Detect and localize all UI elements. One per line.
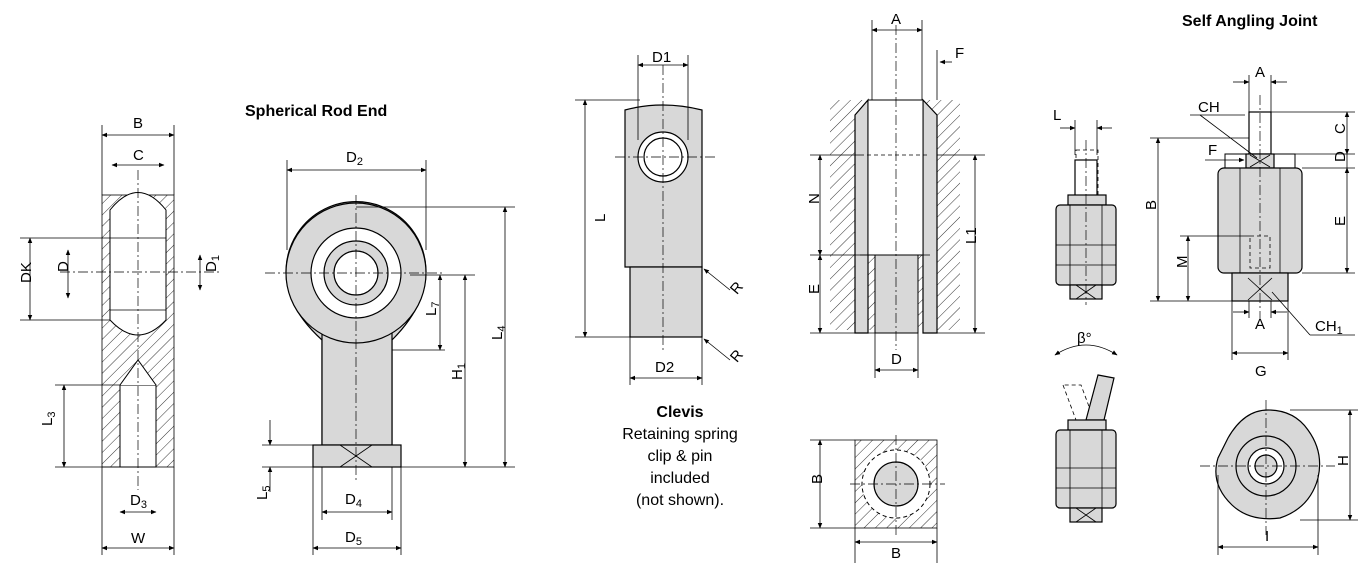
self-angling-joint-main: A CH F C D B E M A CH1 G (1143, 64, 1355, 380)
clevis-title: Clevis (656, 404, 704, 421)
dim-side-N: N (806, 193, 823, 204)
dim-sa-C: C (1332, 123, 1349, 134)
dim-side-L1: L1 (963, 227, 980, 244)
section-view: B C DK D D1 L3 D3 W (18, 115, 222, 555)
dim-DK: DK (18, 262, 35, 283)
clevis-note-line-4: (not shown). (635, 492, 725, 509)
dim-sa-H: H (1335, 455, 1352, 466)
dim-side-F: F (955, 45, 964, 62)
clevis-side-view: A F N E L1 D (806, 11, 985, 378)
dim-sa-D: D (1332, 151, 1349, 162)
dim-side-E: E (806, 284, 823, 294)
clevis-bottom-view: B B (809, 435, 945, 563)
clevis-note-line-3: included (650, 470, 710, 487)
dim-L7: L7 (423, 302, 442, 316)
dim-D: D (55, 261, 72, 272)
clevis-caption: Clevis Retaining spring clip & pin inclu… (580, 402, 780, 512)
dim-sa-E: E (1332, 216, 1349, 226)
dim-sa-CH1: CH1 (1315, 318, 1343, 337)
dim-clevis-D2: D2 (655, 359, 674, 376)
dim-small-L: L (1053, 107, 1061, 124)
dim-D3: D3 (130, 492, 147, 511)
dim-side-D: D (891, 351, 902, 368)
dim-sa-M: M (1174, 256, 1191, 269)
dim-L3: L3 (39, 412, 58, 426)
dim-D1: D1 (203, 255, 222, 272)
dim-sa-G: G (1255, 363, 1267, 380)
self-angling-small-views: L β° (1053, 107, 1118, 523)
dim-clevis-D1: D1 (652, 49, 671, 66)
self-angling-joint-title: Self Angling Joint (1182, 13, 1318, 30)
dim-sa-CH: CH (1198, 99, 1220, 116)
spherical-rod-end-title: Spherical Rod End (245, 103, 388, 120)
dim-sa-B: B (1143, 200, 1160, 210)
dim-clevis-L: L (592, 214, 609, 222)
dim-bottom-B-horizontal: B (891, 545, 901, 562)
dim-D2: D2 (346, 149, 363, 168)
dim-L4: L4 (489, 326, 508, 340)
dim-L5: L5 (254, 486, 273, 500)
dim-clevis-R2: R (727, 346, 747, 365)
dim-bottom-B-vertical: B (809, 474, 826, 484)
dim-sa-F: F (1208, 142, 1217, 159)
clevis-front-view: D1 L R R D2 (575, 49, 747, 385)
dim-D4: D4 (345, 491, 362, 510)
self-angling-end-view: H I (1200, 400, 1358, 555)
dim-beta-angle: β° (1077, 330, 1092, 347)
dim-side-A: A (891, 11, 901, 28)
dim-D5: D5 (345, 529, 362, 548)
dim-C: C (133, 147, 144, 164)
dim-B: B (133, 115, 143, 132)
clevis-note-line-2: clip & pin (647, 448, 713, 465)
dim-clevis-R1: R (727, 278, 747, 297)
clevis-note-line-1: Retaining spring (622, 426, 738, 443)
dim-H1: H1 (449, 363, 468, 380)
dim-sa-I: I (1265, 528, 1269, 545)
dim-sa-A-lower: A (1255, 316, 1265, 333)
spherical-rod-end: D2 L7 H1 L4 L5 D4 D5 (254, 149, 515, 555)
dim-W: W (131, 530, 146, 547)
dim-sa-A: A (1255, 64, 1265, 81)
